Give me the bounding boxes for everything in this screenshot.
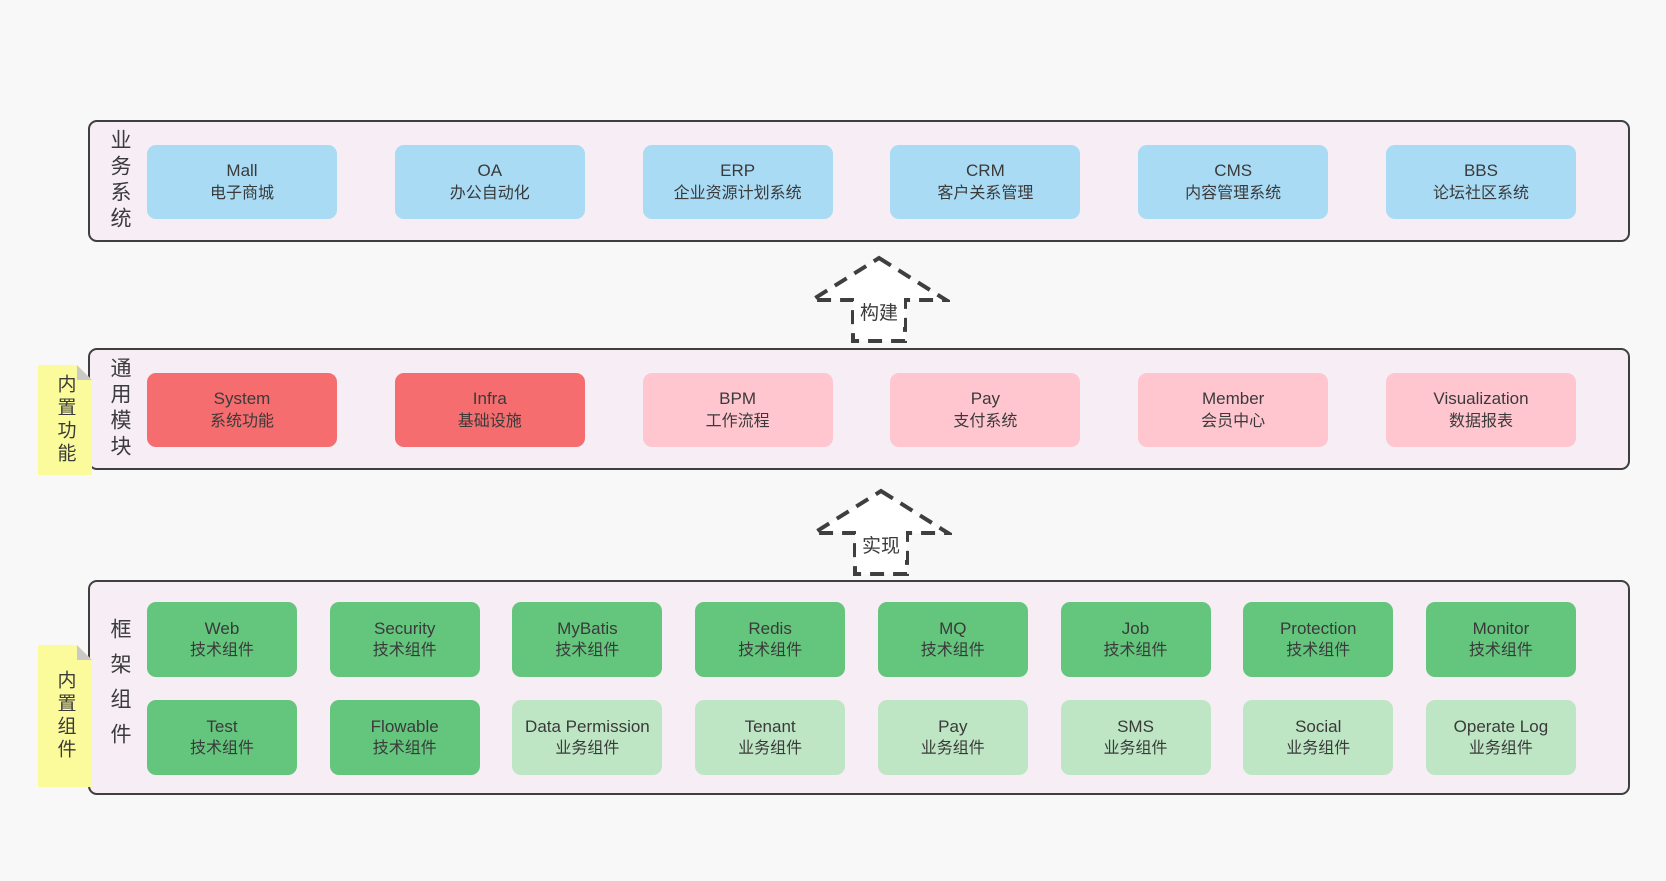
- build-arrow-up-icon: 构建: [808, 255, 950, 345]
- box-bbs: BBS 论坛社区系统: [1385, 145, 1576, 219]
- box-erp: ERP 企业资源计划系统: [642, 145, 833, 219]
- layer-business-systems: 业务系统 Mall 电子商城 OA 办公自动化 ERP 企业资源计划系统 CRM…: [88, 120, 1630, 242]
- implement-arrow-up-icon: 实现: [810, 488, 952, 578]
- box-flowable: Flowable 技术组件: [329, 700, 480, 775]
- box-mq: MQ 技术组件: [877, 602, 1028, 677]
- box-visualization: Visualization 数据报表: [1385, 373, 1576, 447]
- box-infra: Infra 基础设施: [394, 373, 585, 447]
- box-security: Security 技术组件: [329, 602, 480, 677]
- box-pay-system: Pay 支付系统: [890, 373, 1081, 447]
- build-arrow-label: 构建: [860, 302, 898, 324]
- box-bpm: BPM 工作流程: [642, 373, 833, 447]
- box-mybatis: MyBatis 技术组件: [512, 602, 663, 677]
- box-job: Job 技术组件: [1060, 602, 1211, 677]
- box-data-permission: Data Permission 业务组件: [512, 700, 663, 775]
- box-system: System 系统功能: [147, 373, 337, 447]
- layer-modules-label: 通用模块: [108, 357, 131, 461]
- box-social: Social 业务组件: [1243, 700, 1394, 775]
- modules-box-row: System 系统功能 Infra 基础设施 BPM 工作流程 Pay 支付系统…: [147, 373, 1576, 447]
- box-redis: Redis 技术组件: [695, 602, 846, 677]
- sticky-note-built-in-components: 内置组件: [38, 645, 92, 787]
- box-oa: OA 办公自动化: [394, 145, 585, 219]
- box-web: Web 技术组件: [147, 602, 297, 677]
- box-mall: Mall 电子商城: [147, 145, 337, 219]
- box-operate-log: Operate Log 业务组件: [1425, 700, 1576, 775]
- implement-arrow-label: 实现: [862, 535, 900, 557]
- box-member: Member 会员中心: [1138, 373, 1329, 447]
- box-cms: CMS 内容管理系统: [1138, 145, 1329, 219]
- business-box-row: Mall 电子商城 OA 办公自动化 ERP 企业资源计划系统 CRM 客户关系…: [147, 145, 1576, 219]
- sticky-note-built-in-features: 内置功能: [38, 365, 92, 475]
- box-tenant: Tenant 业务组件: [695, 700, 846, 775]
- components-box-row-2: Test 技术组件 Flowable 技术组件 Data Permission …: [147, 700, 1576, 775]
- box-monitor: Monitor 技术组件: [1425, 602, 1576, 677]
- box-pay-component: Pay 业务组件: [877, 700, 1028, 775]
- box-protection: Protection 技术组件: [1243, 602, 1394, 677]
- layer-business-label: 业务系统: [108, 129, 131, 233]
- layer-framework-components: 框架组件 Web 技术组件 Security 技术组件 MyBatis 技术组件…: [88, 580, 1630, 795]
- components-box-row-1: Web 技术组件 Security 技术组件 MyBatis 技术组件 Redi…: [147, 602, 1576, 677]
- layer-common-modules: 通用模块 System 系统功能 Infra 基础设施 BPM 工作流程 Pay…: [88, 348, 1630, 470]
- box-test: Test 技术组件: [147, 700, 297, 775]
- box-crm: CRM 客户关系管理: [890, 145, 1081, 219]
- layer-components-label: 框架组件: [108, 617, 131, 758]
- box-sms: SMS 业务组件: [1060, 700, 1211, 775]
